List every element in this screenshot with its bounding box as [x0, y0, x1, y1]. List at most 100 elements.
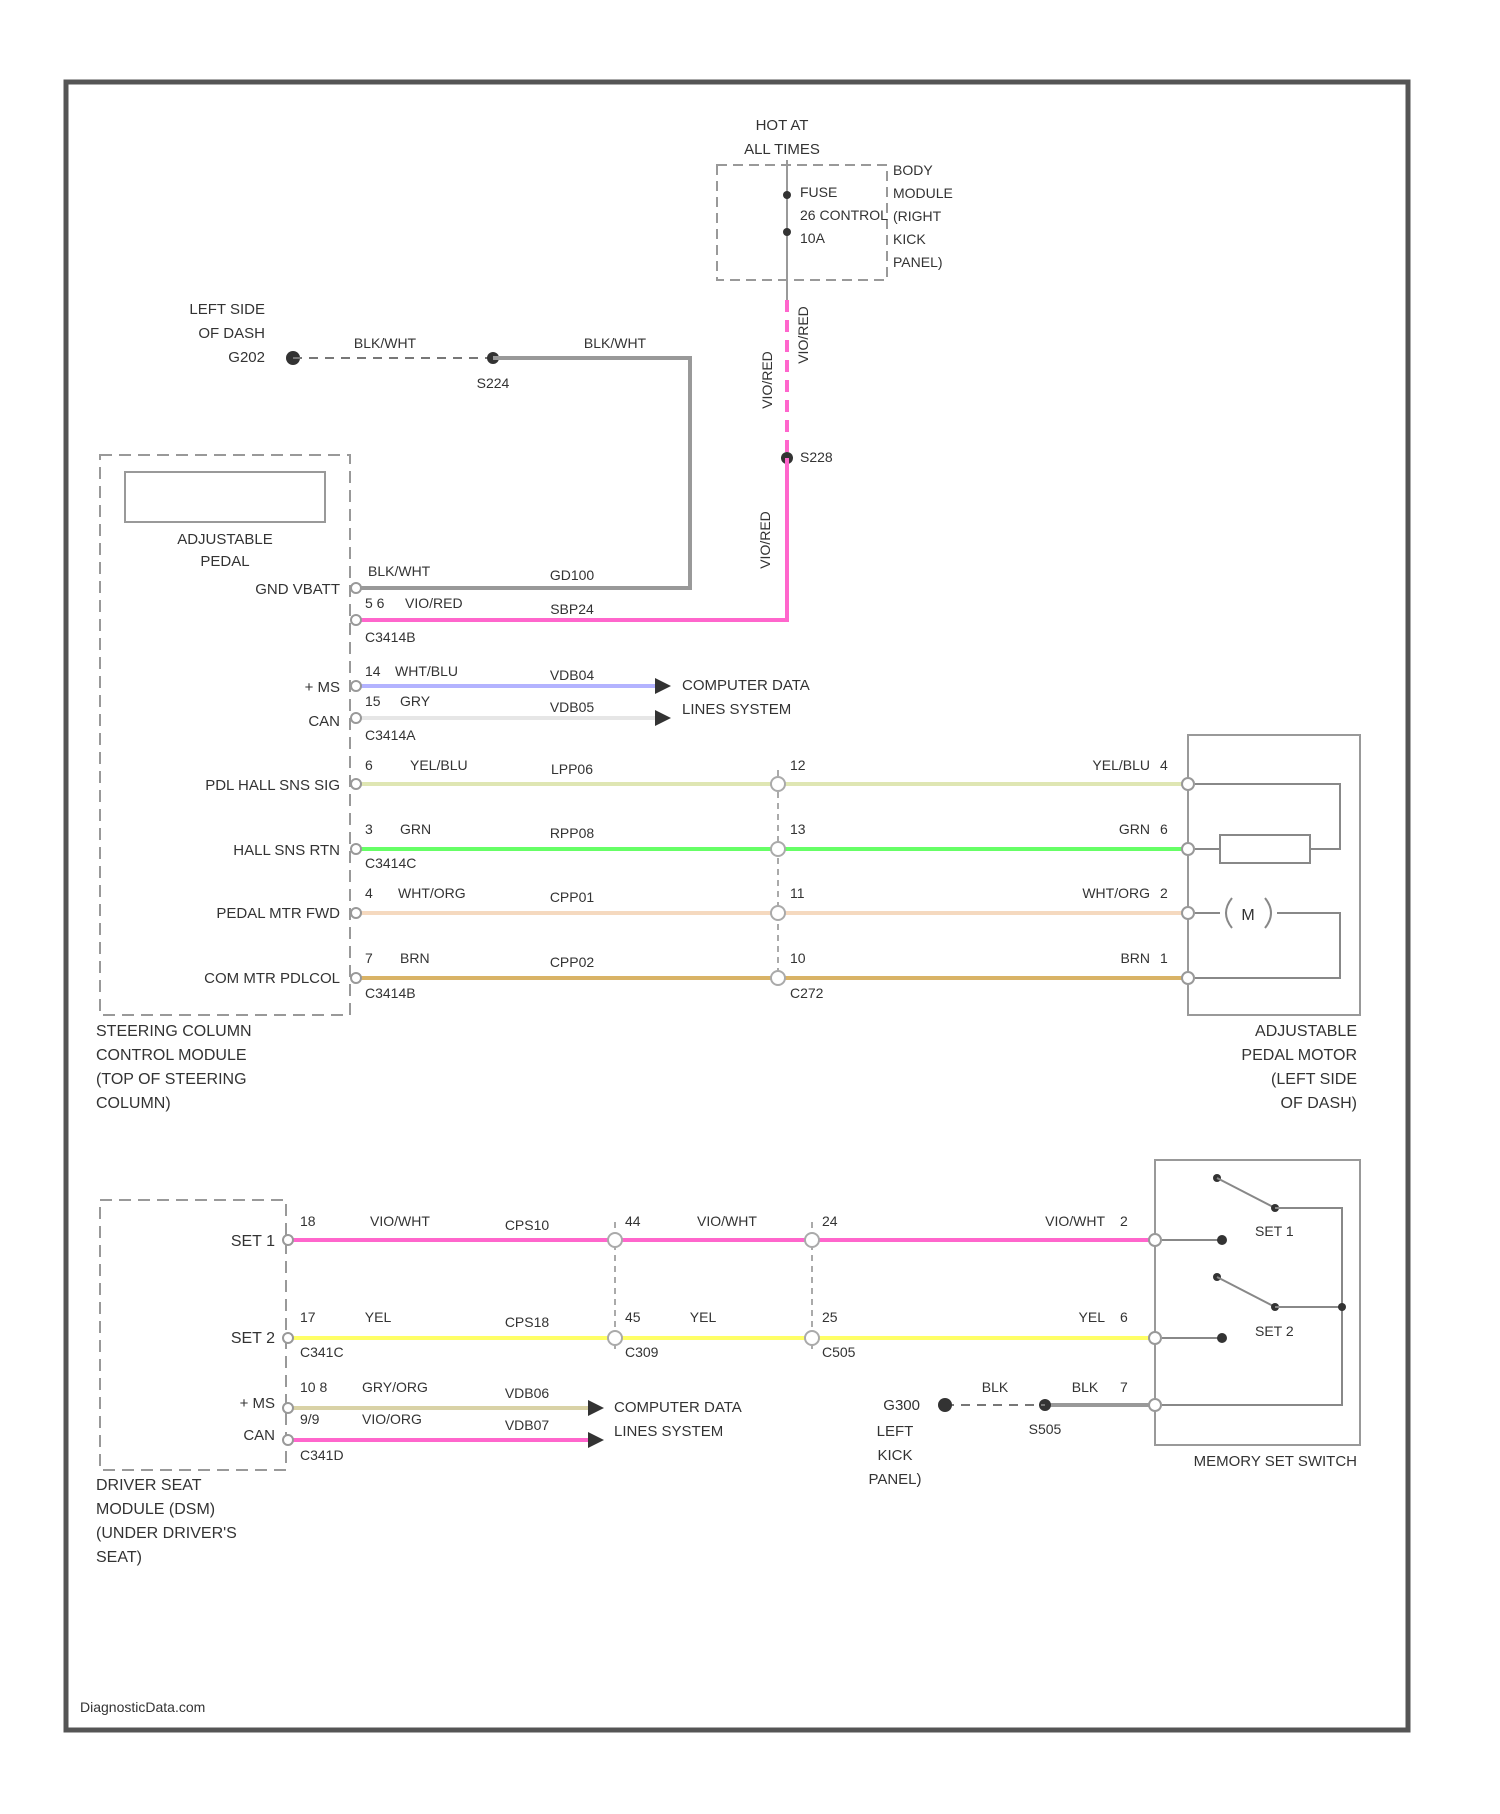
ground-id: G202: [228, 349, 265, 366]
set1-switch-label: SET 1: [1255, 1223, 1294, 1239]
batt-pin: 5 6: [365, 595, 385, 611]
pedal-row-pin: 3: [365, 821, 373, 837]
fuse-amperage: 10A: [800, 230, 826, 246]
seat-ms-arrow: [588, 1400, 604, 1416]
pedal-row-circuit: CPP02: [550, 954, 595, 970]
seat-connector-b: C309: [625, 1344, 659, 1360]
set1-wire-color-right: VIO/WHT: [1045, 1213, 1105, 1229]
feed-wire-upper-right: VIO/RED: [795, 306, 811, 364]
pedal-module-section: ADJUSTABLE PEDAL STEERING COLUMN CONTROL…: [96, 455, 1185, 1112]
pedal-data-lines-line2: LINES SYSTEM: [682, 701, 791, 718]
pedal-motor-section: M ADJUSTABLE PEDAL MOTOR (LEFT SIDE OF D…: [1182, 735, 1360, 1112]
set2-switch-contact: [1217, 1333, 1227, 1343]
set2-switch-pin: 6: [1120, 1309, 1128, 1325]
pedal-row-wire-right: GRN: [1119, 821, 1150, 837]
seat-module-name-line4: SEAT): [96, 1549, 142, 1566]
pedal-row-wire-right: WHT/ORG: [1082, 885, 1150, 901]
gnd-vbatt-label: GND VBATT: [255, 581, 340, 598]
set2-switch-blade: [1217, 1277, 1275, 1307]
memory-switch-section: SET 1 SET 2 MEMORY SET SWITCH 7 BLK S505…: [868, 1160, 1360, 1488]
switch-ground-loc3: PANEL): [868, 1471, 921, 1488]
set1-wire-color: VIO/WHT: [370, 1213, 430, 1229]
body-module-line5: PANEL): [893, 254, 943, 270]
set2-circuit: CPS18: [505, 1314, 550, 1330]
hall-sensor-resistor: [1220, 835, 1310, 863]
motor-terminal: [1182, 843, 1194, 855]
switch-gnd-splice-label: S505: [1029, 1421, 1062, 1437]
pedal-row-circuit: RPP08: [550, 825, 595, 841]
switch-gnd-wire-left: BLK: [982, 1379, 1009, 1395]
pedal-connector-2: C3414A: [365, 727, 416, 743]
seat-ms-label: + MS: [240, 1395, 275, 1412]
pedal-row-pin: 4: [365, 885, 373, 901]
set2-wire-color-right: YEL: [1079, 1309, 1106, 1325]
pedal-module-name-line4: COLUMN): [96, 1095, 171, 1112]
seat-ms-circuit: VDB06: [505, 1385, 550, 1401]
feed-wire-upper-left: VIO/RED: [759, 351, 775, 409]
switch-terminal: [1149, 1399, 1161, 1411]
set1-pin: 18: [300, 1213, 316, 1229]
pedal-module-name-line3: (TOP OF STEERING: [96, 1071, 247, 1088]
ground-wire1-color: BLK/WHT: [354, 335, 417, 351]
switch-gnd-pin: 7: [1120, 1379, 1128, 1395]
switch-ground-id: G300: [883, 1397, 920, 1414]
switch-terminal: [1149, 1234, 1161, 1246]
switch-gnd-wire-right: BLK: [1072, 1379, 1099, 1395]
fuse-label: FUSE: [800, 184, 837, 200]
pedal-module-name-line2: CONTROL MODULE: [96, 1047, 247, 1064]
seat-terminal: [283, 1333, 293, 1343]
pedal-row-label: HALL SNS RTN: [233, 842, 340, 859]
pedal-data-lines-line1: COMPUTER DATA: [682, 677, 810, 694]
pedal-row-label: PEDAL MTR FWD: [216, 905, 340, 922]
seat-module-name-line3: (UNDER DRIVER'S: [96, 1525, 237, 1542]
switch-bus-junction: [1338, 1303, 1346, 1311]
pedal-row-pin: 6: [365, 757, 373, 773]
footer-watermark: DiagnosticData.com: [80, 1699, 205, 1715]
pedal-row-wire-right: YEL/BLU: [1092, 757, 1150, 773]
set2-wire-color2: YEL: [690, 1309, 717, 1325]
pedal-row-wire: GRN: [400, 821, 431, 837]
pedal-terminal: [351, 681, 361, 691]
pedal-can-circuit: VDB05: [550, 699, 595, 715]
body-module-line1: BODY: [893, 162, 933, 178]
seat-can-circuit: VDB07: [505, 1417, 550, 1433]
pedal-row-motor-pin: 2: [1160, 885, 1168, 901]
inline-terminal: [771, 777, 785, 791]
pedal-motor-box: [1188, 735, 1360, 1015]
ground-location-line2: OF DASH: [198, 325, 265, 342]
motor-symbol-bracket-right: [1265, 898, 1271, 928]
ground-wire2-color: BLK/WHT: [584, 335, 647, 351]
batt-wire-color: VIO/RED: [405, 595, 463, 611]
set2-pin3: 25: [822, 1309, 838, 1325]
inline-terminal: [771, 842, 785, 856]
gnd-circuit: GD100: [550, 567, 595, 583]
pedal-row-inline-pin: 10: [790, 950, 806, 966]
seat-inline-terminal: [805, 1331, 819, 1345]
motor-terminal: [1182, 972, 1194, 984]
feed-wire-lower: VIO/RED: [757, 511, 773, 569]
seat-connector-d: C341D: [300, 1447, 344, 1463]
set2-switch-label: SET 2: [1255, 1323, 1294, 1339]
pedal-terminal: [351, 908, 361, 918]
seat-data-lines-line1: COMPUTER DATA: [614, 1399, 742, 1416]
pedal-row-circuit: LPP06: [551, 761, 593, 777]
pedal-motor-name-line1: ADJUSTABLE: [1255, 1023, 1357, 1040]
seat-connector-c: C505: [822, 1344, 856, 1360]
pedal-can-label: CAN: [308, 713, 340, 730]
seat-can-pin: 9/9: [300, 1411, 320, 1427]
ground-splice-label: S224: [477, 375, 510, 391]
set1-pin3: 24: [822, 1213, 838, 1229]
pedal-row-label: COM MTR PDLCOL: [204, 970, 340, 987]
seat-set2-label: SET 2: [231, 1330, 275, 1347]
pedal-terminal: [351, 713, 361, 723]
seat-inline-terminal: [608, 1331, 622, 1345]
fuse-terminal-top: [783, 191, 791, 199]
set1-switch-blade: [1217, 1178, 1275, 1208]
switch-ground-loc1: LEFT: [877, 1423, 914, 1440]
pedal-row-motor-pin: 1: [1160, 950, 1168, 966]
pedal-can-wire: GRY: [400, 693, 431, 709]
pedal-module-name-line1: STEERING COLUMN: [96, 1023, 252, 1040]
seat-terminal: [283, 1403, 293, 1413]
pedal-terminal: [351, 615, 361, 625]
seat-inline-terminal: [608, 1233, 622, 1247]
